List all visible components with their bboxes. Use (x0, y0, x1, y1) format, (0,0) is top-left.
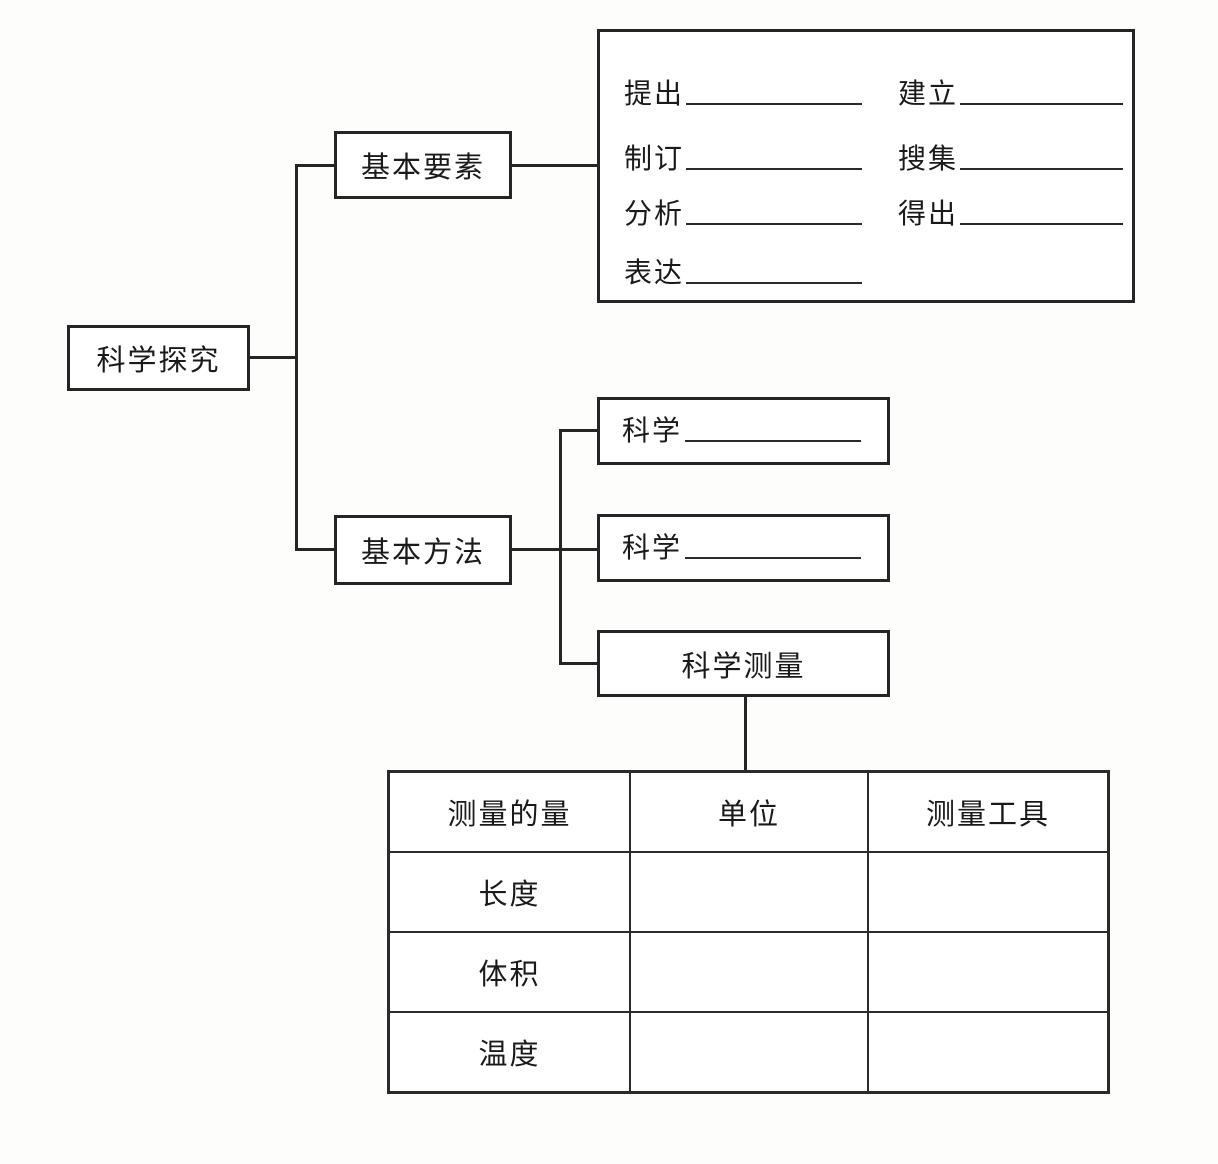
node-basic-elements[interactable]: 基本要素 (334, 131, 512, 199)
elements-detail-box: 提出 制订 分析 表达 建立 搜集 (597, 29, 1135, 303)
method-box-3-label: 科学测量 (681, 648, 806, 683)
element-item-analyze[interactable]: 分析 (624, 197, 863, 230)
table-cell-unit[interactable] (629, 1011, 869, 1094)
connector-bus-to-method-2 (559, 548, 600, 551)
element-blank-line[interactable] (960, 168, 1124, 170)
table-row: 温度 (387, 1011, 1110, 1094)
method-blank-line[interactable] (685, 440, 862, 442)
table-header-tool: 测量工具 (867, 770, 1110, 853)
node-basic-elements-label: 基本要素 (360, 150, 485, 184)
table-cell-tool[interactable] (867, 851, 1110, 933)
table-cell-quantity: 温度 (387, 1011, 631, 1094)
table-row: 体积 (387, 931, 1110, 1013)
table-row: 长度 (387, 851, 1110, 933)
element-item-propose[interactable]: 提出 (624, 77, 863, 110)
element-verb: 分析 (624, 197, 685, 230)
element-item-formulate[interactable]: 制订 (624, 142, 863, 175)
element-verb: 提出 (624, 77, 685, 110)
connector-bus-to-method-3 (559, 662, 600, 665)
method-box-2-label: 科学 (622, 531, 683, 564)
method-blank-line[interactable] (685, 557, 862, 559)
element-item-express[interactable]: 表达 (624, 256, 863, 289)
measurement-table: 测量的量 单位 测量工具 长度 体积 温度 (387, 770, 1110, 1094)
element-verb: 表达 (624, 256, 685, 289)
element-verb: 搜集 (898, 142, 959, 175)
element-verb: 制订 (624, 142, 685, 175)
element-blank-line[interactable] (686, 103, 863, 105)
connector-main-bus (295, 166, 298, 550)
method-box-2[interactable]: 科学 (597, 514, 890, 582)
element-verb: 建立 (898, 77, 959, 110)
method-fill-row: 科学 (622, 414, 862, 447)
connector-bus-to-method-1 (559, 429, 600, 432)
connector-bus-to-elements (295, 164, 337, 167)
table-cell-unit[interactable] (629, 931, 869, 1013)
node-basic-methods-label: 基本方法 (360, 535, 485, 569)
element-item-collect[interactable]: 搜集 (898, 142, 1124, 175)
connector-methods-to-bus (512, 548, 562, 551)
table-cell-unit[interactable] (629, 851, 869, 933)
element-blank-line[interactable] (686, 282, 863, 284)
node-science-inquiry[interactable]: 科学探究 (67, 325, 250, 391)
table-cell-quantity: 长度 (387, 851, 631, 933)
connector-bus-to-methods (295, 548, 337, 551)
table-header-unit: 单位 (629, 770, 869, 853)
connector-elements-to-box (512, 164, 600, 167)
element-item-derive[interactable]: 得出 (898, 197, 1124, 230)
table-header-quantity: 测量的量 (387, 770, 631, 853)
element-verb: 得出 (898, 197, 959, 230)
node-science-inquiry-label: 科学探究 (96, 343, 221, 377)
table-header-row: 测量的量 单位 测量工具 (387, 770, 1110, 853)
method-box-1[interactable]: 科学 (597, 397, 890, 465)
method-fill-row: 科学 (622, 531, 862, 564)
table-cell-quantity: 体积 (387, 931, 631, 1013)
element-blank-line[interactable] (686, 223, 863, 225)
connector-measurement-to-table (744, 697, 747, 771)
method-box-3-measurement[interactable]: 科学测量 (597, 630, 890, 697)
element-blank-line[interactable] (960, 103, 1124, 105)
element-blank-line[interactable] (686, 168, 863, 170)
element-blank-line[interactable] (960, 223, 1124, 225)
element-item-establish[interactable]: 建立 (898, 77, 1124, 110)
node-basic-methods[interactable]: 基本方法 (334, 515, 512, 585)
table-cell-tool[interactable] (867, 931, 1110, 1013)
connector-root-to-bus (250, 356, 298, 359)
table-cell-tool[interactable] (867, 1011, 1110, 1094)
connector-method-bus (559, 430, 562, 664)
method-box-1-label: 科学 (622, 414, 683, 447)
